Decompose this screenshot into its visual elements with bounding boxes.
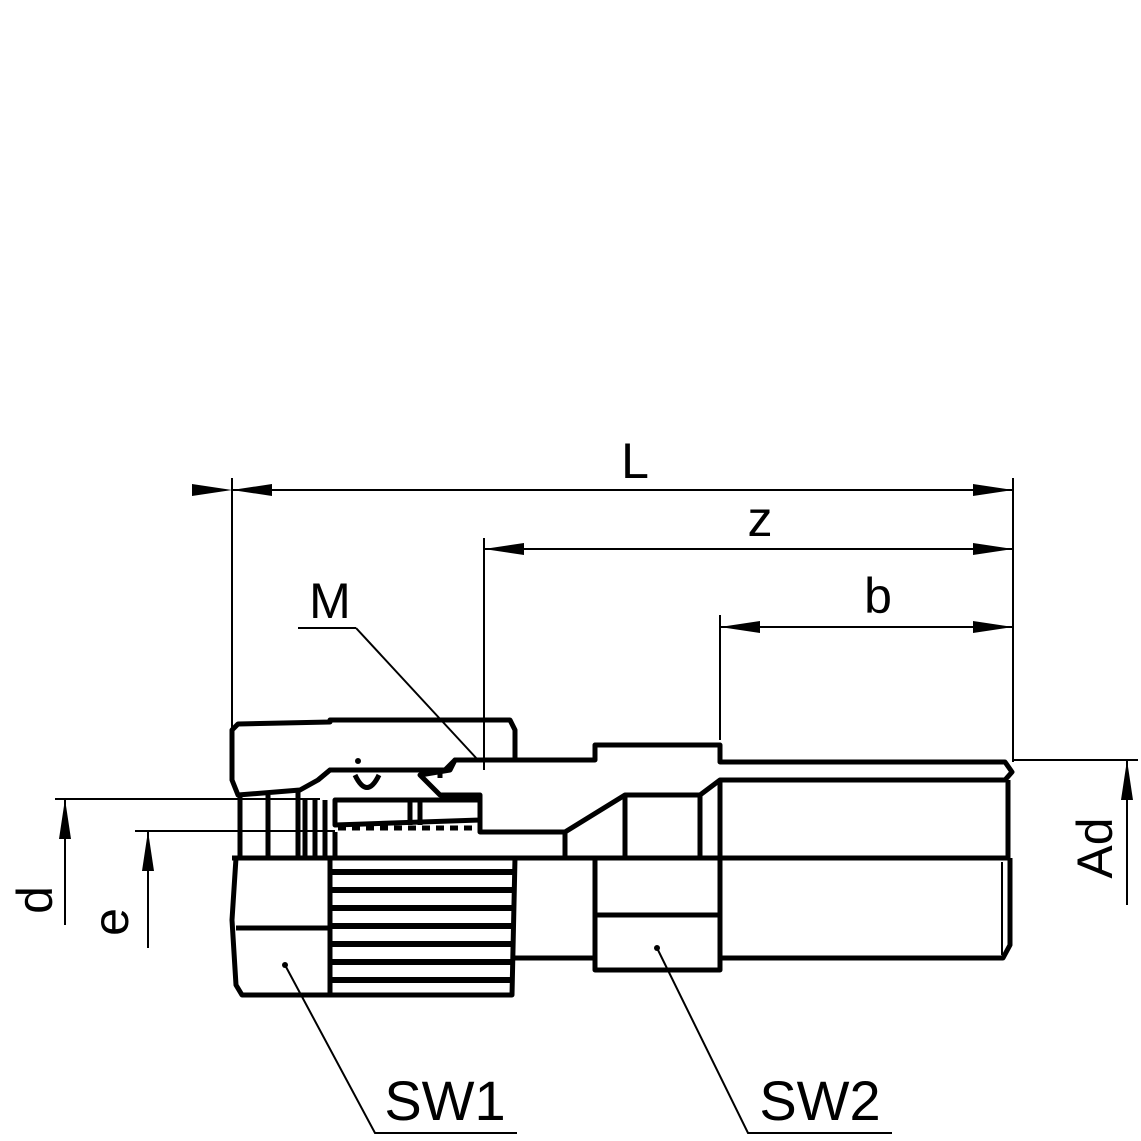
label-z: z [748,491,773,547]
section-body [417,742,1015,835]
label-M: M [309,573,351,629]
label-Ad: Ad [1067,817,1123,878]
nut-knurl [327,857,518,998]
thread-callout-M: M [298,573,479,761]
dimension-Ad: Ad [1013,759,1138,905]
label-SW1: SW1 [384,1069,505,1132]
dimension-b: b [719,568,1013,740]
upper-bore-lines [237,780,1011,861]
label-b: b [864,568,892,624]
label-e: e [83,908,139,936]
callout-SW2: SW2 [654,945,892,1134]
label-SW2: SW2 [759,1069,880,1132]
callout-SW1: SW1 [282,962,517,1134]
nut-hex-SW1 [229,857,333,998]
seal-ring [302,758,483,858]
tube-stub [720,858,1013,961]
body-hex-SW2 [515,858,723,973]
dimension-d: d [7,798,320,925]
dimension-e: e [83,830,335,948]
label-L: L [621,433,649,489]
dimension-z: z [483,491,1013,770]
label-d: d [7,886,63,914]
dimension-L: L [192,433,1014,762]
